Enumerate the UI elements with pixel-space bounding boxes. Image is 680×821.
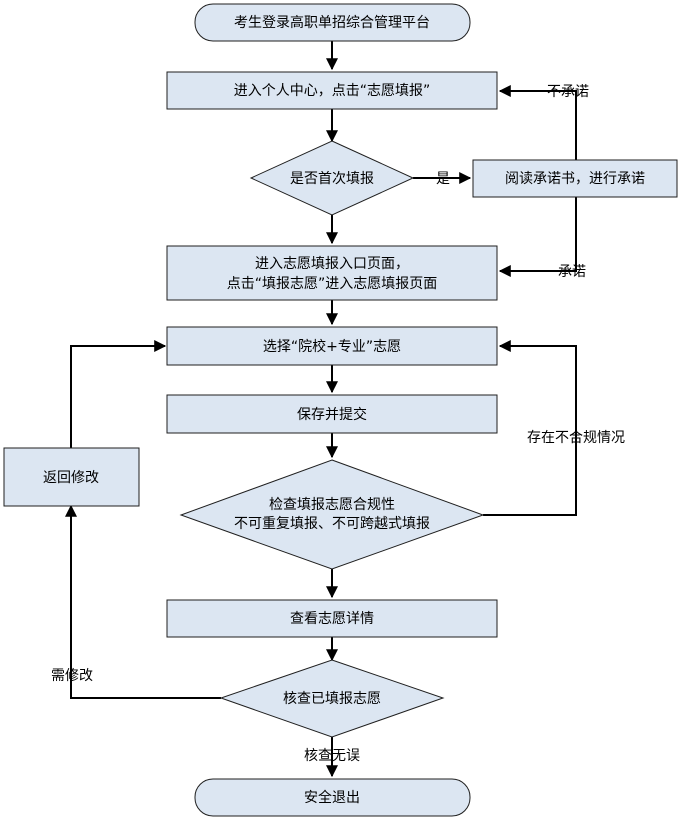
node-select-choice: 选择“院校+专业”志愿 [166,326,498,366]
node-save-submit: 保存并提交 [166,394,498,434]
node-login-label: 考生登录高职单招综合管理平台 [234,14,430,31]
label-yes: 是 [436,171,450,187]
node-entry-line2: 点击“填报志愿”进入志愿填报页面 [227,276,438,292]
node-read-commitment: 阅读承诺书，进行承诺 [472,159,678,198]
connectors [65,41,577,778]
label-needs-modify: 需修改 [51,668,93,684]
node-first-time-label: 是否首次填报 [290,171,374,187]
edge-non-compliant [483,340,577,516]
edge-return-to-select [70,340,167,448]
node-return-modify-label: 返回修改 [43,470,99,486]
label-verified-ok: 核查无误 [304,748,360,764]
edge-needs-modify [65,504,221,699]
node-view-details-label: 查看志愿详情 [290,611,374,627]
node-safe-exit: 安全退出 [194,778,471,817]
node-check-line2: 不可重复填报、不可跨越式填报 [234,515,430,532]
edge-not-commit [498,85,577,160]
node-verify-filled: 核查已填报志愿 [219,659,445,738]
label-non-compliant: 存在不合规情况 [527,430,625,446]
node-select-choice-label: 选择“院校+专业”志愿 [263,338,401,355]
node-entry-page: 进入志愿填报入口页面， 点击“填报志愿”进入志愿填报页面 [166,245,498,301]
node-safe-exit-label: 安全退出 [304,789,360,806]
node-login: 考生登录高职单招综合管理平台 [194,3,471,42]
label-not-commit: 不承诺 [547,84,589,100]
node-view-details: 查看志愿详情 [166,599,498,638]
node-first-time-decision: 是否首次填报 [249,140,415,216]
node-return-modify: 返回修改 [3,447,140,507]
edge-commit [498,197,577,277]
node-entry-line1: 进入志愿填报入口页面， [255,256,409,272]
node-check-line1: 检查填报志愿合规性 [269,497,395,513]
node-compliance-check: 检查填报志愿合规性 不可重复填报、不可跨越式填报 [179,459,485,570]
node-personal-center: 进入个人中心，点击“志愿填报” [166,71,498,110]
node-verify-filled-label: 核查已填报志愿 [283,691,381,707]
label-commit: 承诺 [558,264,586,280]
node-personal-center-label: 进入个人中心，点击“志愿填报” [234,83,431,99]
node-read-commitment-label: 阅读承诺书，进行承诺 [505,170,645,187]
node-save-submit-label: 保存并提交 [297,406,367,423]
